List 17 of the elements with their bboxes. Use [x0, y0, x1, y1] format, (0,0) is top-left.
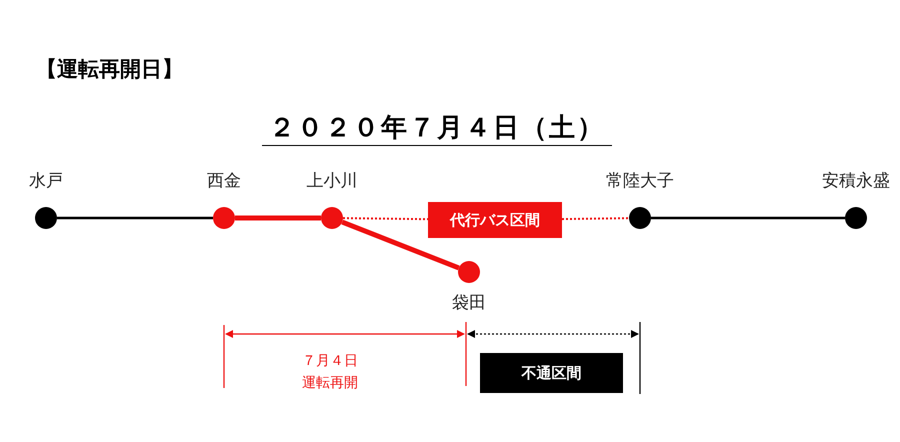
closed-section-box: 不通区間: [480, 353, 623, 393]
station-name: 西金: [206, 170, 242, 192]
track-line: [341, 220, 460, 270]
bus-section-box: 代行バス区間: [428, 202, 562, 238]
station-name: 上小川: [306, 170, 358, 192]
station-name: 常陸大子: [605, 170, 675, 192]
heading: 【運転再開日】: [36, 56, 183, 83]
date-heading: ２０２０年７月４日（土）: [262, 110, 612, 146]
track-line: [342, 217, 428, 220]
track-line: [562, 217, 630, 220]
station-name: 袋田: [451, 292, 487, 314]
track-line: [235, 216, 321, 220]
dimension-label: ７月４日運転再開: [301, 352, 359, 393]
track-line: [651, 216, 845, 220]
station-name: 安積永盛: [821, 170, 891, 192]
track-line: [57, 216, 213, 220]
station-name: 水戸: [28, 170, 64, 192]
